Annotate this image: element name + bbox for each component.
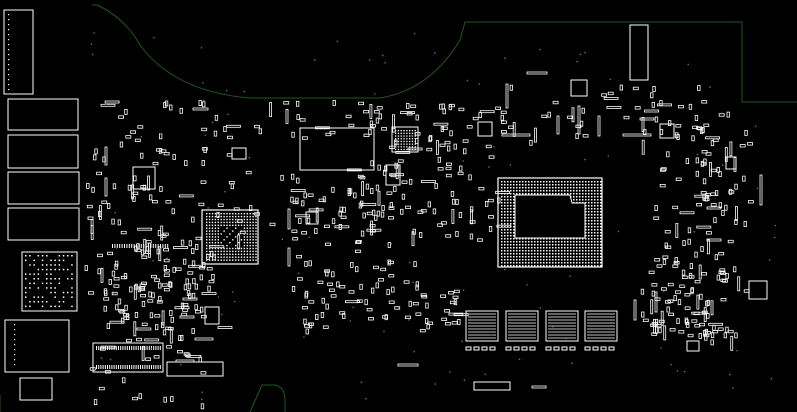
left-connector-pins — [8, 14, 73, 366]
shield-outline — [299, 127, 375, 171]
vias — [90, 32, 777, 401]
board-outline — [0, 4, 797, 412]
memory-chips — [465, 310, 618, 351]
left-connector-bank — [3, 9, 80, 401]
qfn-packages — [132, 79, 768, 352]
passive-components — [84, 71, 763, 410]
cpu-bga — [497, 177, 603, 268]
top-right-chip — [629, 24, 649, 81]
bottom-connectors — [92, 342, 511, 391]
